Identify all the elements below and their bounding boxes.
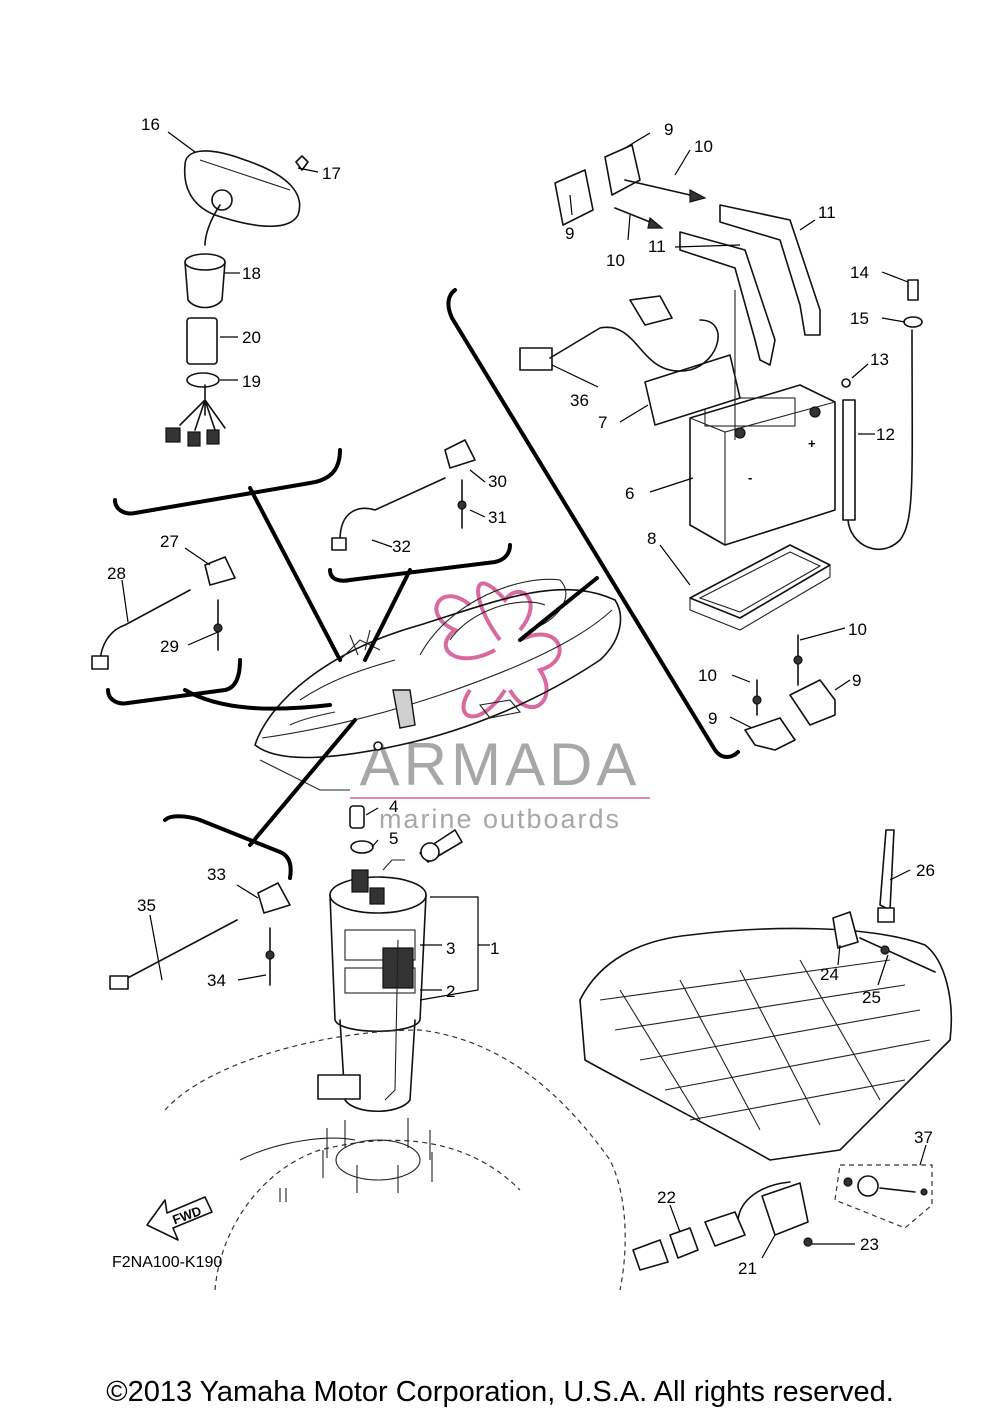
callout-11-left: 11: [648, 237, 666, 256]
callout-15: 15: [850, 309, 869, 328]
callout-11-right: 11: [818, 203, 836, 222]
callout-23: 23: [860, 1235, 879, 1254]
forward-label: FWD: [170, 1203, 203, 1227]
callout-10-lower-right: 10: [848, 620, 867, 639]
callout-34-35-leader-35: 35: [137, 896, 156, 915]
callout-6: 6: [625, 484, 634, 503]
callout-32: 32: [392, 537, 411, 556]
meter-group: [165, 150, 309, 447]
svg-text:-: -: [748, 470, 752, 485]
callout-21: 21: [738, 1259, 757, 1278]
callout-10-top-left: 10: [606, 251, 625, 270]
callout-17: 17: [322, 164, 341, 183]
callout-29: 29: [160, 637, 179, 656]
callout-19: 19: [242, 372, 261, 391]
callout-4: 4: [389, 797, 398, 816]
forward-arrow-icon: FWD: [146, 1196, 213, 1241]
callout-22: 22: [657, 1188, 676, 1207]
callout-20: 20: [242, 328, 261, 347]
callout-16: 16: [141, 115, 160, 134]
callout-37: 37: [914, 1128, 933, 1147]
callout-31: 31: [488, 508, 507, 527]
callout-14: 14: [850, 263, 869, 282]
callout-13: 13: [870, 350, 889, 369]
callout-8: 8: [647, 529, 656, 548]
callout-9-lower-right: 9: [852, 671, 861, 690]
callout-1: 1: [490, 939, 499, 958]
watercraft-hull-illustration: [254, 578, 622, 791]
fuel-pump-assembly: [164, 859, 626, 1291]
callout-30: 30: [488, 472, 507, 491]
watermark-logo: ARMADA marine outboards: [350, 581, 650, 834]
callout-7: 7: [598, 413, 607, 432]
callout-28: 28: [107, 564, 126, 583]
callout-3: 3: [446, 939, 455, 958]
callout-24: 24: [820, 965, 839, 984]
callout-9-top-left: 9: [565, 224, 574, 243]
callout-33: 33: [207, 865, 226, 884]
callout-5: 5: [389, 829, 398, 848]
leader-lines: [121, 131, 927, 1259]
watermark-propeller-icon: [434, 581, 562, 719]
callout-10-top-right: 10: [694, 137, 713, 156]
copyright-notice: ©2013 Yamaha Motor Corporation, U.S.A. A…: [106, 1376, 894, 1408]
clip-groups: [91, 439, 476, 990]
callout-9-top-right: 9: [664, 120, 673, 139]
svg-text:+: +: [808, 436, 816, 451]
callout-27: 27: [160, 532, 179, 551]
callout-9-lower-left: 9: [708, 709, 717, 728]
callout-labels: 1 2 3 4 5 6 7 8 9 9 9 9 10 10 10 10 11 1…: [107, 115, 935, 1278]
callout-18: 18: [242, 264, 261, 283]
group-brackets: [106, 288, 740, 880]
rear-frame-group: [579, 829, 953, 1271]
diagram-code: F2NA100-K190: [112, 1254, 222, 1271]
watermark-brand: ARMADA: [360, 731, 641, 798]
callout-26: 26: [916, 861, 935, 880]
callout-36: 36: [570, 391, 589, 410]
callout-2: 2: [446, 982, 455, 1001]
callout-34: 34: [207, 971, 226, 990]
callout-25: 25: [862, 988, 881, 1007]
callout-10-lower-left: 10: [698, 666, 717, 685]
watermark-tagline: marine outboards: [379, 804, 621, 834]
callout-12: 12: [876, 425, 895, 444]
fuel-fittings: [349, 805, 463, 863]
battery-group: - +: [519, 144, 923, 751]
